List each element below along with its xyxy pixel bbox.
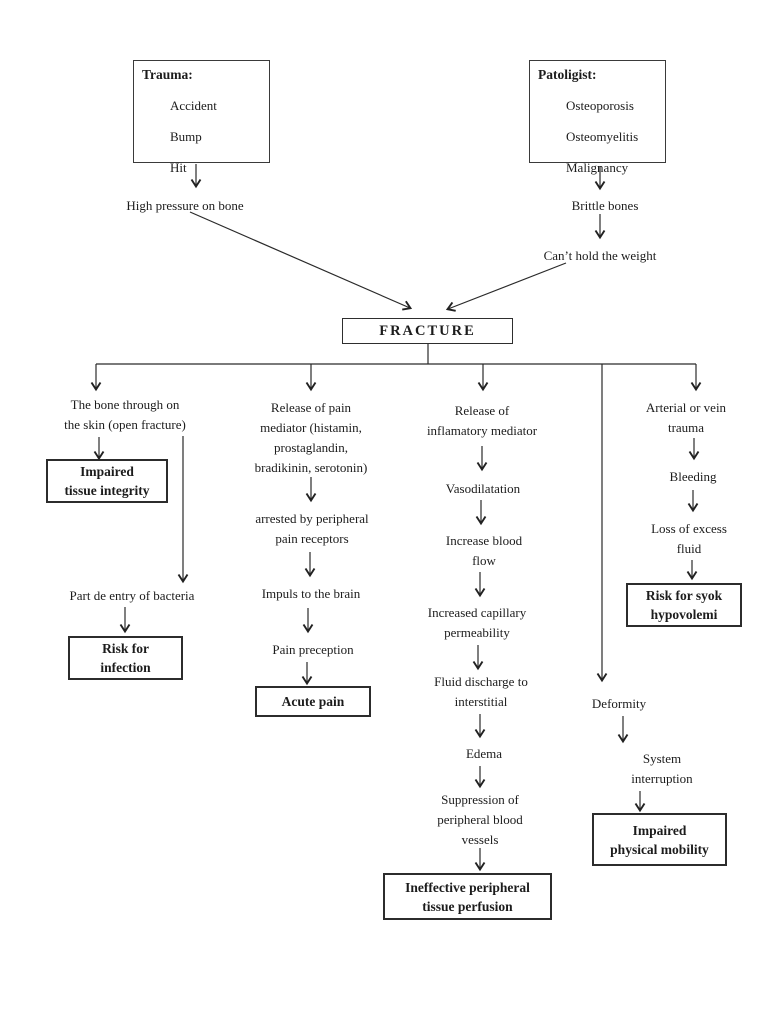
trauma-source-box: Trauma: Accident Bump Hit: [133, 60, 270, 175]
node-release-inflammatory: Release of inflamatory mediator: [426, 403, 538, 438]
patologist-source-box: Patoligist: Osteoporosis Osteomyelitis M…: [529, 60, 666, 175]
patologist-item-osteomyelitis: Osteomyelitis: [566, 129, 639, 144]
outcome-ineffective-perfusion: Ineffective peripheral tissue perfusion: [383, 873, 552, 920]
node-cant-hold-weight: Can’t hold the weight: [543, 248, 657, 263]
node-edema: Edema: [465, 746, 503, 761]
node-system-interruption: System interruption: [631, 751, 693, 786]
patologist-item-malignancy: Malignancy: [566, 160, 629, 175]
node-bacteria-entry: Part de entry of bacteria: [69, 588, 195, 603]
fracture-box: FRACTURE: [342, 318, 513, 344]
outcome-impaired-mobility: Impaired physical mobility: [592, 813, 727, 866]
outcome-ineffective-perfusion-label: Ineffective peripheral tissue perfusion: [405, 879, 530, 914]
node-loss-excess-fluid: Loss of excess fluid: [651, 521, 727, 556]
node-high-pressure: High pressure on bone: [126, 198, 244, 213]
trauma-item-hit: Hit: [170, 160, 187, 175]
outcome-impaired-tissue-integrity: Impaired tissue integrity: [46, 459, 168, 503]
patologist-item-osteoporosis: Osteoporosis: [566, 98, 634, 113]
node-fluid-discharge: Fluid discharge to interstitial: [434, 674, 528, 709]
node-increase-blood-flow: Increase blood flow: [445, 533, 523, 568]
trauma-item-accident: Accident: [170, 98, 217, 113]
outcome-risk-syok-hypovolemi: Risk for syok hypovolemi: [626, 583, 742, 627]
node-release-pain-mediator: Release of pain mediator (histamin, pros…: [254, 400, 368, 475]
arrow-high-pressure-to-fracture: [189, 211, 413, 311]
node-arrested-receptors: arrested by peripheral pain receptors: [255, 511, 369, 546]
node-vasodilatation: Vasodilatation: [445, 481, 521, 496]
node-deformity: Deformity: [591, 696, 647, 711]
arrow-cant-hold-to-fracture: [445, 262, 567, 312]
node-suppression-vessels: Suppression of peripheral blood vessels: [437, 792, 523, 847]
outcome-impaired-mobility-label: Impaired physical mobility: [610, 822, 709, 857]
node-pain-perception: Pain preception: [272, 642, 354, 657]
trauma-box-title: Trauma:: [142, 67, 193, 82]
node-bleeding: Bleeding: [669, 469, 717, 484]
outcome-impaired-tissue-label: Impaired tissue integrity: [64, 464, 150, 498]
patologist-box-title: Patoligist:: [538, 67, 597, 82]
outcome-acute-pain: Acute pain: [255, 686, 371, 717]
node-impuls-brain: Impuls to the brain: [261, 586, 361, 601]
outcome-risk-for-infection: Risk for infection: [68, 636, 183, 680]
fracture-label: FRACTURE: [379, 322, 476, 339]
node-brittle-bones: Brittle bones: [571, 198, 639, 213]
outcome-acute-pain-label: Acute pain: [281, 694, 345, 709]
node-capillary-permeability: Increased capillary permeability: [427, 605, 527, 640]
node-arterial-vein-trauma: Arterial or vein trauma: [645, 400, 727, 435]
node-bone-through-skin: The bone through on the skin (open fract…: [64, 397, 186, 432]
outcome-risk-infection-label: Risk for infection: [100, 641, 151, 675]
trauma-item-bump: Bump: [170, 129, 202, 144]
outcome-risk-syok-label: Risk for syok hypovolemi: [645, 588, 723, 622]
